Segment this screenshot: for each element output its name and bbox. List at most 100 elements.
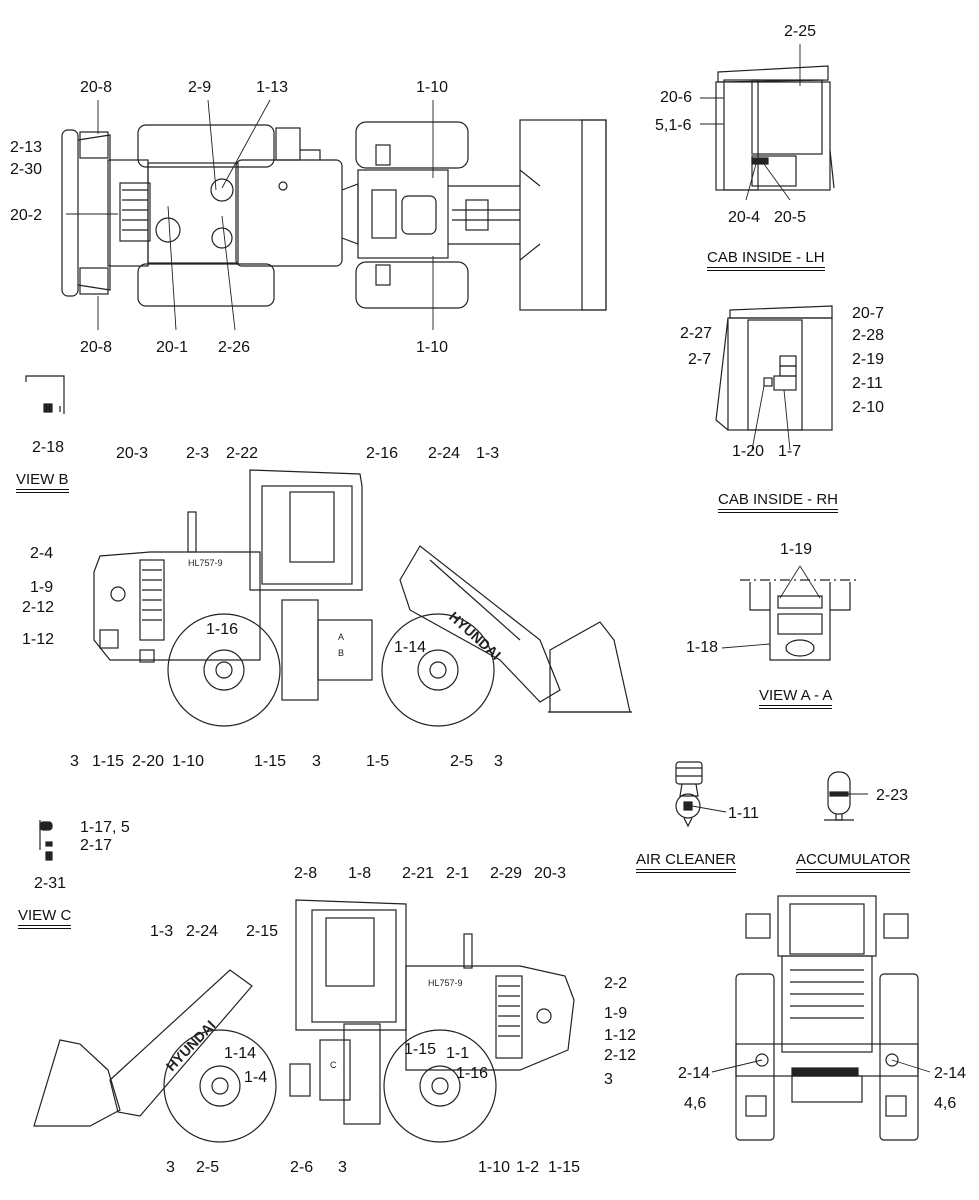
callout: 1-9 [30, 579, 54, 596]
callout: 1-5 [366, 753, 390, 770]
callout: 2-10 [852, 399, 885, 416]
right-side-view [33, 899, 575, 1143]
callout: 1-13 [256, 79, 289, 96]
callout: 2-24 [186, 923, 219, 940]
view-b [25, 375, 65, 414]
title-view-b: VIEW B [16, 471, 69, 493]
callout: 2-25 [784, 23, 817, 40]
callout: 1-18 [686, 639, 719, 656]
callout: 2-16 [366, 445, 399, 462]
callout: 3 [494, 753, 503, 770]
callout: 1-3 [150, 923, 174, 940]
callout: 1-19 [780, 541, 813, 558]
callout: 20-2 [10, 207, 43, 224]
callout: 1-16 [206, 621, 239, 638]
section-mark-a: A [338, 632, 344, 642]
brand-decal-left: HYUNDAI [446, 608, 504, 663]
callout: 1-15 [548, 1159, 581, 1176]
callout: 2-8 [294, 865, 318, 882]
callout: 3 [70, 753, 79, 770]
front-view [735, 895, 919, 1141]
callout: 1-3 [476, 445, 500, 462]
callout: 1-2 [516, 1159, 540, 1176]
callout: 2-19 [852, 351, 885, 368]
callout: 1-9 [604, 1005, 628, 1022]
callout: 3 [338, 1159, 347, 1176]
callout: 2-14 [934, 1065, 967, 1082]
callout: 1-15 [404, 1041, 437, 1058]
callout: 1-11 [728, 805, 759, 822]
callout: 1-10 [416, 339, 449, 356]
callout: 20-4 [728, 209, 761, 226]
callout: 2-1 [446, 865, 470, 882]
callout: 2-18 [32, 439, 65, 456]
callout: 2-20 [132, 753, 165, 770]
callout: 5,1-6 [655, 117, 692, 134]
callout: 3 [604, 1071, 613, 1088]
callout: 2-23 [876, 787, 909, 804]
callout: 20-7 [852, 305, 885, 322]
callout: 20-3 [534, 865, 567, 882]
callout: 1-15 [92, 753, 125, 770]
callout: 1-15 [254, 753, 287, 770]
callout: 1-14 [224, 1045, 257, 1062]
top-view [61, 119, 607, 311]
callout: 2-14 [678, 1065, 711, 1082]
callout: 3 [166, 1159, 175, 1176]
view-c [39, 820, 53, 861]
callout: 2-7 [688, 351, 712, 368]
callout: 2-6 [290, 1159, 314, 1176]
callout: 2-27 [680, 325, 713, 342]
callout: 2-4 [30, 545, 54, 562]
model-decal-right: HL757-9 [428, 978, 463, 988]
callout: 2-30 [10, 161, 43, 178]
brand-decal-right: HYUNDAI [163, 1017, 219, 1074]
title-view-c: VIEW C [18, 907, 72, 929]
callout: 2-11 [852, 375, 883, 392]
callout: 2-5 [450, 753, 474, 770]
callout: 1-4 [244, 1069, 268, 1086]
callout: 20-6 [660, 89, 693, 106]
title-air-cleaner: AIR CLEANER [636, 851, 737, 873]
callout: 1-12 [22, 631, 55, 648]
callout: 20-8 [80, 339, 113, 356]
section-mark-c: C [330, 1060, 337, 1070]
callout: 20-1 [156, 339, 189, 356]
air-cleaner [675, 761, 703, 828]
callout: 2-3 [186, 445, 210, 462]
callout: 2-15 [246, 923, 279, 940]
callout: 4,6 [934, 1095, 957, 1112]
callout: 2-22 [226, 445, 259, 462]
title-accumulator: ACCUMULATOR [796, 851, 911, 873]
callout: 1-17, 5 [80, 819, 130, 836]
callout: 2-9 [188, 79, 212, 96]
callout: 20-3 [116, 445, 149, 462]
callout: 2-28 [852, 327, 885, 344]
callout: 1-8 [348, 865, 372, 882]
cab-inside-lh [715, 65, 835, 191]
callout: 1-10 [478, 1159, 511, 1176]
callout: 2-5 [196, 1159, 220, 1176]
callout: 2-12 [22, 599, 55, 616]
callout: 1-14 [394, 639, 427, 656]
callout: 3 [312, 753, 321, 770]
callout: 1-16 [456, 1065, 489, 1082]
section-mark-b: B [338, 648, 344, 658]
callout: 1-10 [172, 753, 205, 770]
callout: 2-21 [402, 865, 435, 882]
title-cab-inside-lh: CAB INSIDE - LH [707, 249, 825, 271]
title-view-a-a: VIEW A - A [759, 687, 833, 709]
callout: 4,6 [684, 1095, 707, 1112]
left-side-view [93, 469, 632, 727]
callout: 2-26 [218, 339, 251, 356]
title-cab-inside-rh: CAB INSIDE - RH [718, 491, 839, 513]
callout: 2-31 [34, 875, 67, 892]
callout: 1-10 [416, 79, 449, 96]
callout: 1-20 [732, 443, 765, 460]
leader-lines [66, 44, 931, 1073]
callout: 2-13 [10, 139, 43, 156]
view-a-a [740, 579, 856, 661]
callout: 1-1 [446, 1045, 470, 1062]
callout: 1-12 [604, 1027, 637, 1044]
